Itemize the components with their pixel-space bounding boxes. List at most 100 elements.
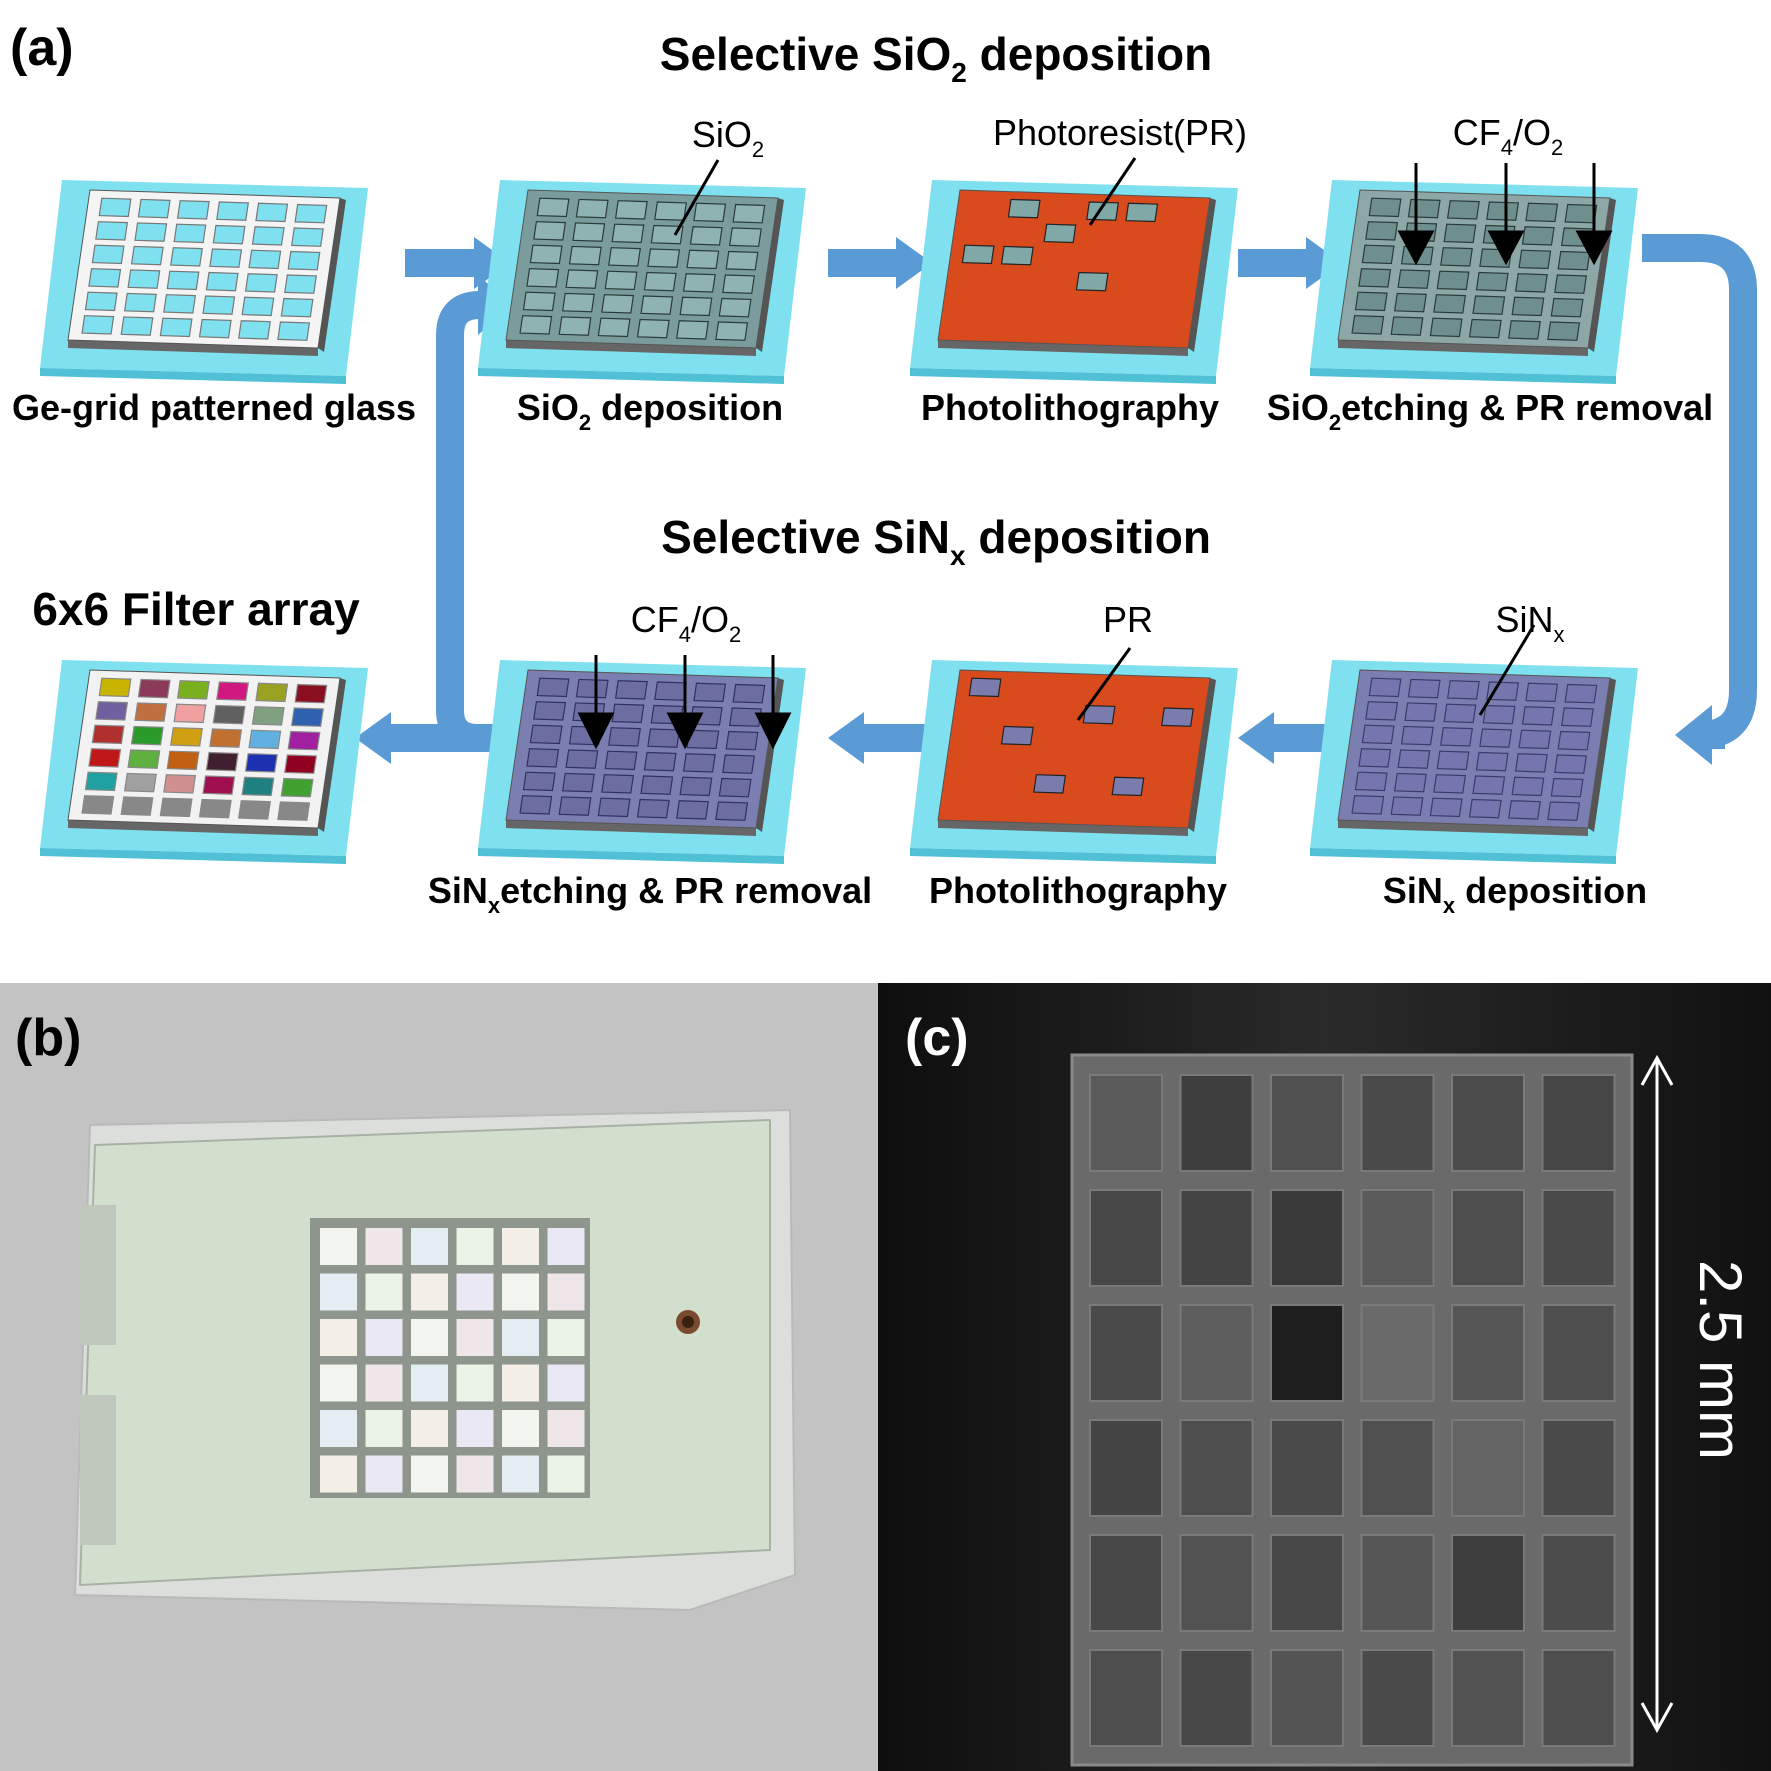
substrate-photolitho-1-cell — [1007, 198, 1041, 219]
substrate-sio2-etched-cell — [1525, 202, 1559, 223]
substrate-sinx-dep-cell — [1393, 772, 1427, 793]
etch-arrows-sinx — [577, 655, 792, 750]
substrate-sinx-dep-cell — [1554, 754, 1588, 774]
substrate-sinx-etched-cell — [643, 751, 677, 772]
substrate-sinx-dep-cell — [1365, 701, 1399, 721]
substrate-sinx-dep-cell — [1479, 728, 1513, 748]
substrate-sio2-dep-cell — [676, 320, 709, 340]
substrate-ge-grid-cell — [238, 320, 271, 340]
substrate-sinx-etched-cell — [722, 754, 756, 774]
substrate-sinx-etched-cell — [732, 683, 766, 704]
photo-b-filter-cell — [547, 1228, 585, 1265]
substrate-sio2-dep-cell — [526, 268, 560, 288]
photo-c-filter-cell — [1451, 1189, 1525, 1287]
photo-c-filter-cell — [1541, 1189, 1616, 1287]
substrate-sio2-dep-cell — [689, 226, 723, 246]
substrate-ge-grid-cell — [212, 224, 246, 245]
photo-c-filter-cell — [1541, 1419, 1616, 1517]
substrate-filter-array-cell — [134, 702, 168, 722]
substrate-photolitho-1-cell — [1000, 245, 1034, 266]
substrate-sio2-dep-cell — [640, 295, 674, 315]
substrate-sinx-dep-cell — [1358, 748, 1392, 768]
substrate-photolitho-2-cell — [1000, 725, 1034, 746]
substrate-ge-grid-cell — [284, 274, 318, 294]
substrate-ge-grid-cell — [248, 249, 282, 270]
substrate-sio2-dep-cell — [608, 247, 641, 267]
substrate-sinx-dep-cell — [1436, 750, 1470, 771]
substrate-sinx-etched-cell — [611, 703, 645, 724]
substrate-filter-array-cell — [284, 754, 318, 774]
substrate-sinx-etched-cell — [526, 748, 560, 768]
substrate-filter-array-cell — [95, 701, 129, 721]
substrate-ge-grid-cell — [127, 269, 161, 289]
photo-b-filter-cell — [365, 1228, 403, 1265]
substrate-sio2-dep-cell — [558, 316, 592, 336]
substrate-sinx-dep-cell — [1560, 707, 1594, 727]
substrate-sio2-etched-cell — [1511, 296, 1545, 317]
substrate-filter-array-cell — [202, 775, 236, 795]
photo-c-filter-cell — [1089, 1074, 1163, 1172]
photo-c-filter-cell — [1360, 1534, 1435, 1632]
photo-b-filter-cell — [320, 1455, 357, 1493]
substrate-sinx-etched-cell — [715, 801, 749, 821]
photo-b-filter-cell — [502, 1319, 539, 1356]
arrow-ge-to-sio2 — [405, 237, 510, 289]
photo-b-filter-cell — [502, 1228, 539, 1265]
substrate-sio2-etched-cell — [1475, 271, 1509, 292]
substrate-photolitho-1 — [910, 180, 1238, 384]
substrate-sio2-dep-cell — [722, 274, 756, 294]
photo-c-filter-cell — [1179, 1649, 1254, 1747]
substrate-ge-grid-cell — [255, 202, 289, 223]
substrate-ge-grid-cell — [294, 203, 328, 224]
substrate-sinx-etched-cell — [647, 728, 681, 748]
substrate-sinx-dep-cell — [1475, 751, 1509, 772]
photo-b-filter-cell — [547, 1364, 585, 1402]
photo-b-side-pad-bottom — [80, 1395, 116, 1545]
photo-b-filter-cell — [365, 1410, 403, 1447]
substrate-sinx-etched-cell — [575, 678, 609, 699]
scale-bar — [1640, 1054, 1674, 1734]
substrate-ge-grid-cell — [209, 248, 243, 268]
photo-b-filter-cell — [502, 1273, 539, 1311]
substrate-sio2-etched-cell — [1390, 316, 1424, 336]
substrate-filter-array-cell — [290, 707, 324, 727]
substrate-sinx-etched-cell — [519, 795, 553, 815]
substrate-sinx-etched-cell — [565, 749, 599, 769]
photo-b-filter-cell — [365, 1455, 403, 1493]
substrate-sinx-dep-cell — [1390, 796, 1424, 816]
panel-b-photo: (b) — [0, 983, 878, 1771]
substrate-sio2-dep-cell — [686, 249, 720, 270]
leader-pr1 — [1088, 157, 1137, 226]
photo-c-filter-cell — [1541, 1074, 1616, 1172]
substrate-sio2-etched-cell — [1554, 274, 1588, 294]
substrate-sio2-dep-cell — [654, 201, 688, 221]
substrate-sio2-dep-cell — [679, 296, 713, 317]
substrate-sinx-dep-cell — [1368, 677, 1402, 698]
photo-c-filter-cell — [1541, 1304, 1616, 1402]
photo-b-filter-cell — [547, 1455, 585, 1493]
substrate-sio2-etched-cell — [1550, 297, 1584, 318]
arrow-sio2-to-photo — [828, 237, 932, 289]
photo-b-filter-cell — [365, 1364, 403, 1402]
photo-b-filter-cell — [320, 1364, 357, 1402]
substrate-sinx-etched-cell — [718, 777, 752, 798]
substrate-sinx-dep-cell — [1407, 678, 1441, 699]
substrate-sinx-dep-cell — [1404, 702, 1438, 722]
substrate-photolitho-2-cell — [1082, 704, 1116, 725]
substrate-sinx-etched-cell — [601, 774, 635, 794]
photo-c-filter-cell — [1179, 1419, 1254, 1517]
photo-b-filter-cell — [456, 1455, 494, 1493]
substrate-filter-array-cell — [241, 776, 275, 797]
substrate-sinx-dep-cell — [1354, 771, 1388, 792]
substrate-filter-array-cell — [248, 729, 282, 750]
title-selective-sio2: Selective SiO2 deposition — [660, 28, 1212, 88]
label-ge-grid-glass: Ge-grid patterned glass — [12, 387, 416, 428]
photo-c-filter-cell — [1089, 1189, 1163, 1287]
callout-sio2: SiO2 — [692, 114, 764, 162]
substrate-filter-array — [40, 660, 368, 864]
photo-c-filter-cell — [1179, 1189, 1254, 1287]
substrate-sinx-etched-cell — [608, 727, 641, 747]
photo-b-filter-cell — [411, 1364, 448, 1402]
substrate-photolitho-2 — [910, 660, 1238, 864]
